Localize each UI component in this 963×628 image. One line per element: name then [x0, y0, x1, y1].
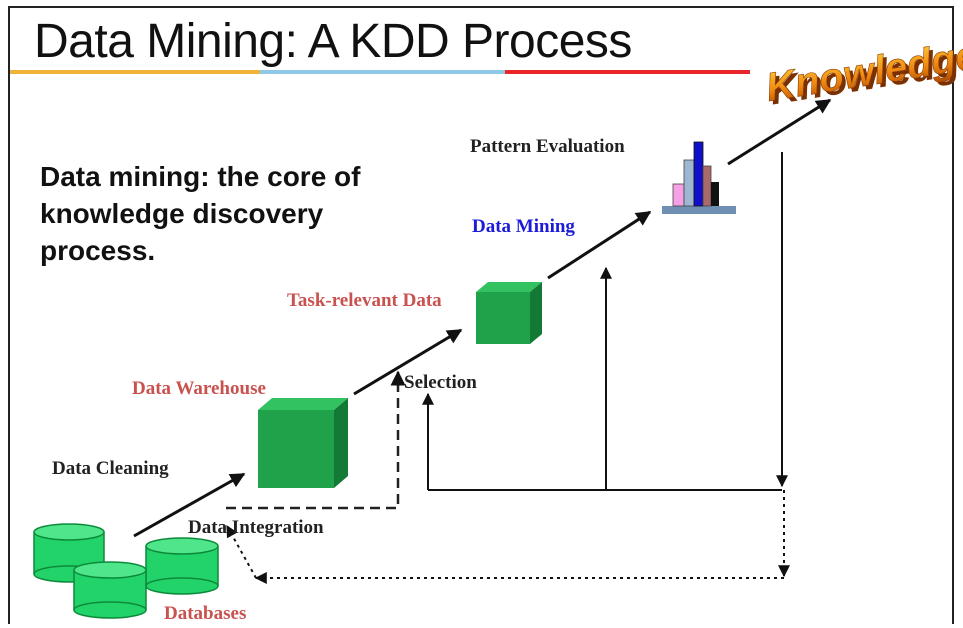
pattern-evaluation-chart-icon: [662, 141, 736, 214]
arrow-databases-to-warehouse: [133, 472, 246, 538]
label-selection: Selection: [404, 372, 477, 393]
label-data-cleaning: Data Cleaning: [52, 458, 169, 479]
label-data-warehouse: Data Warehouse: [132, 378, 266, 399]
database-cylinder-right: [145, 537, 219, 595]
slide-frame: [8, 6, 954, 624]
slide-title: Data Mining: A KDD Process: [34, 15, 632, 68]
feedback-loop-dotted: [226, 490, 790, 584]
label-databases: Databases: [164, 603, 247, 624]
arrow-pattern-to-knowledge: [727, 98, 832, 166]
data-warehouse-cube: [258, 398, 348, 488]
task-relevant-data-cube: [476, 282, 542, 344]
feedback-loop-solid: [422, 152, 788, 491]
integration-selection-dashed-path: [226, 370, 406, 510]
knowledge-logo: Knowledge Knowledge: [763, 33, 963, 114]
flow-arrows: [133, 98, 832, 538]
slide-subtitle: Data mining: the core of knowledge disco…: [40, 161, 361, 266]
label-task-relevant-data: Task-relevant Data: [287, 290, 442, 311]
arrow-warehouse-to-task-data: [353, 328, 463, 396]
title-underline: [10, 70, 750, 74]
label-data-mining: Data Mining: [472, 216, 575, 237]
arrow-task-data-to-pattern: [547, 210, 652, 280]
database-cylinder-front: [73, 561, 147, 619]
label-pattern-evaluation: Pattern Evaluation: [470, 136, 625, 157]
label-data-integration: Data Integration: [188, 517, 324, 538]
